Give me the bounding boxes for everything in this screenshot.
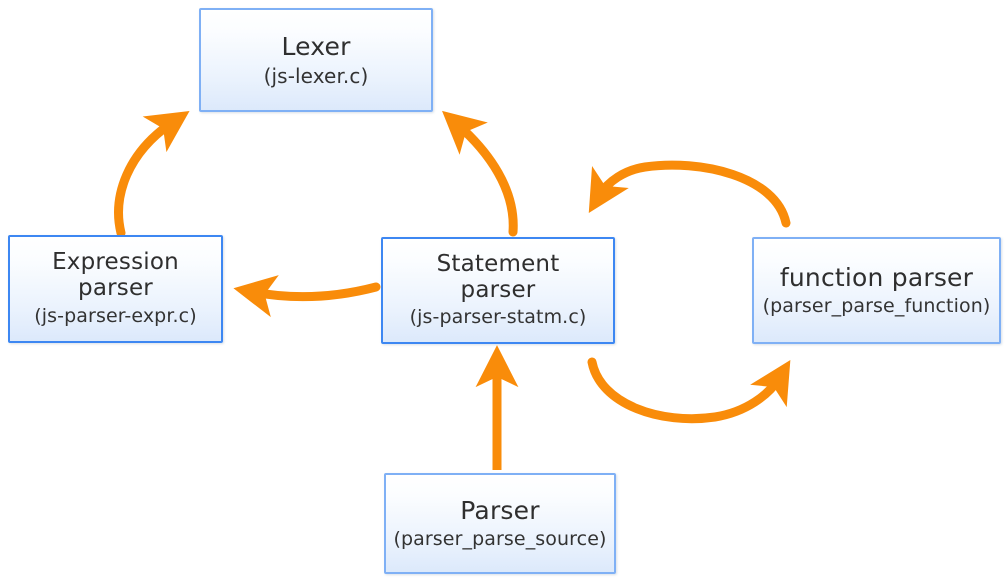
edge-function-to-statement bbox=[588, 160, 791, 228]
edge-expression-to-lexer bbox=[114, 110, 190, 238]
node-lexer-title: Lexer bbox=[281, 31, 351, 61]
node-statement-parser-subtitle: (js-parser-statm.c) bbox=[409, 306, 587, 329]
node-parser-subtitle: (parser_parse_source) bbox=[393, 527, 607, 550]
node-statement-parser-title-line2: parser bbox=[460, 276, 536, 303]
node-expression-parser-subtitle: (js-parser-expr.c) bbox=[34, 304, 197, 327]
node-statement-parser-title-line1: Statement bbox=[436, 250, 560, 277]
node-expression-parser-title-line1: Expression bbox=[52, 249, 179, 276]
node-lexer-subtitle: (js-lexer.c) bbox=[263, 63, 369, 88]
node-function-parser-title: function parser bbox=[779, 262, 974, 292]
node-statement-parser[interactable]: Statement parser (js-parser-statm.c) bbox=[381, 237, 615, 344]
node-function-parser[interactable]: function parser (parser_parse_function) bbox=[752, 237, 1001, 344]
node-expression-parser-title-line2: parser bbox=[78, 275, 153, 302]
edge-statement-to-expression bbox=[233, 275, 381, 318]
edge-statement-to-function bbox=[587, 357, 791, 424]
node-function-parser-subtitle: (parser_parse_function) bbox=[762, 294, 991, 317]
edge-statement-to-lexer bbox=[442, 110, 518, 237]
node-parser[interactable]: Parser (parser_parse_source) bbox=[384, 473, 616, 574]
node-expression-parser[interactable]: Expression parser (js-parser-expr.c) bbox=[8, 235, 223, 343]
node-parser-title: Parser bbox=[460, 495, 540, 525]
node-lexer[interactable]: Lexer (js-lexer.c) bbox=[199, 8, 433, 112]
